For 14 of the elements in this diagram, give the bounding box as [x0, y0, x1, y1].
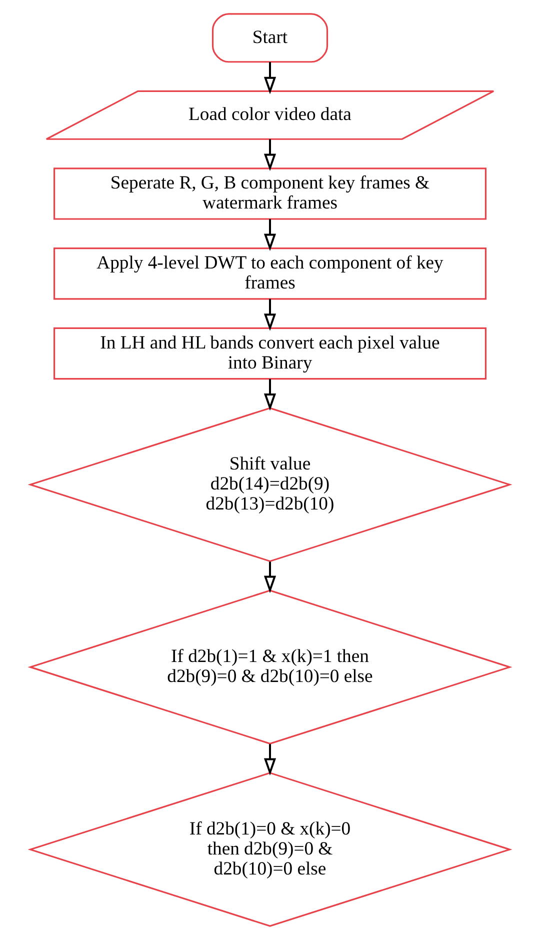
arrow [264, 562, 276, 594]
arrow [264, 62, 276, 94]
node-diamond: If d2b(1)=1 & x(k)=1 then d2b(9)=0 & d2b(10)=0 else [28, 590, 512, 744]
arrow [264, 379, 276, 411]
node-diamond: Shift value d2b(14)=d2b(9) d2b(13)=d2b(10) [28, 407, 512, 562]
node-box: In LH and HL bands convert each pixel value into Binary [54, 327, 486, 380]
node-box: Seperate R, G, B component key frames & watermark frames [54, 168, 486, 220]
node-box: Start [212, 13, 328, 63]
node-diamond: If d2b(1)=0 & x(k)=0 then d2b(9)=0 & d2b(10)=0 else [28, 772, 512, 927]
arrow [264, 744, 276, 776]
arrow [264, 139, 276, 172]
node-box: Apply 4-level DWT to each component of key frames [54, 248, 486, 300]
arrow [264, 298, 276, 331]
arrow [264, 219, 276, 252]
